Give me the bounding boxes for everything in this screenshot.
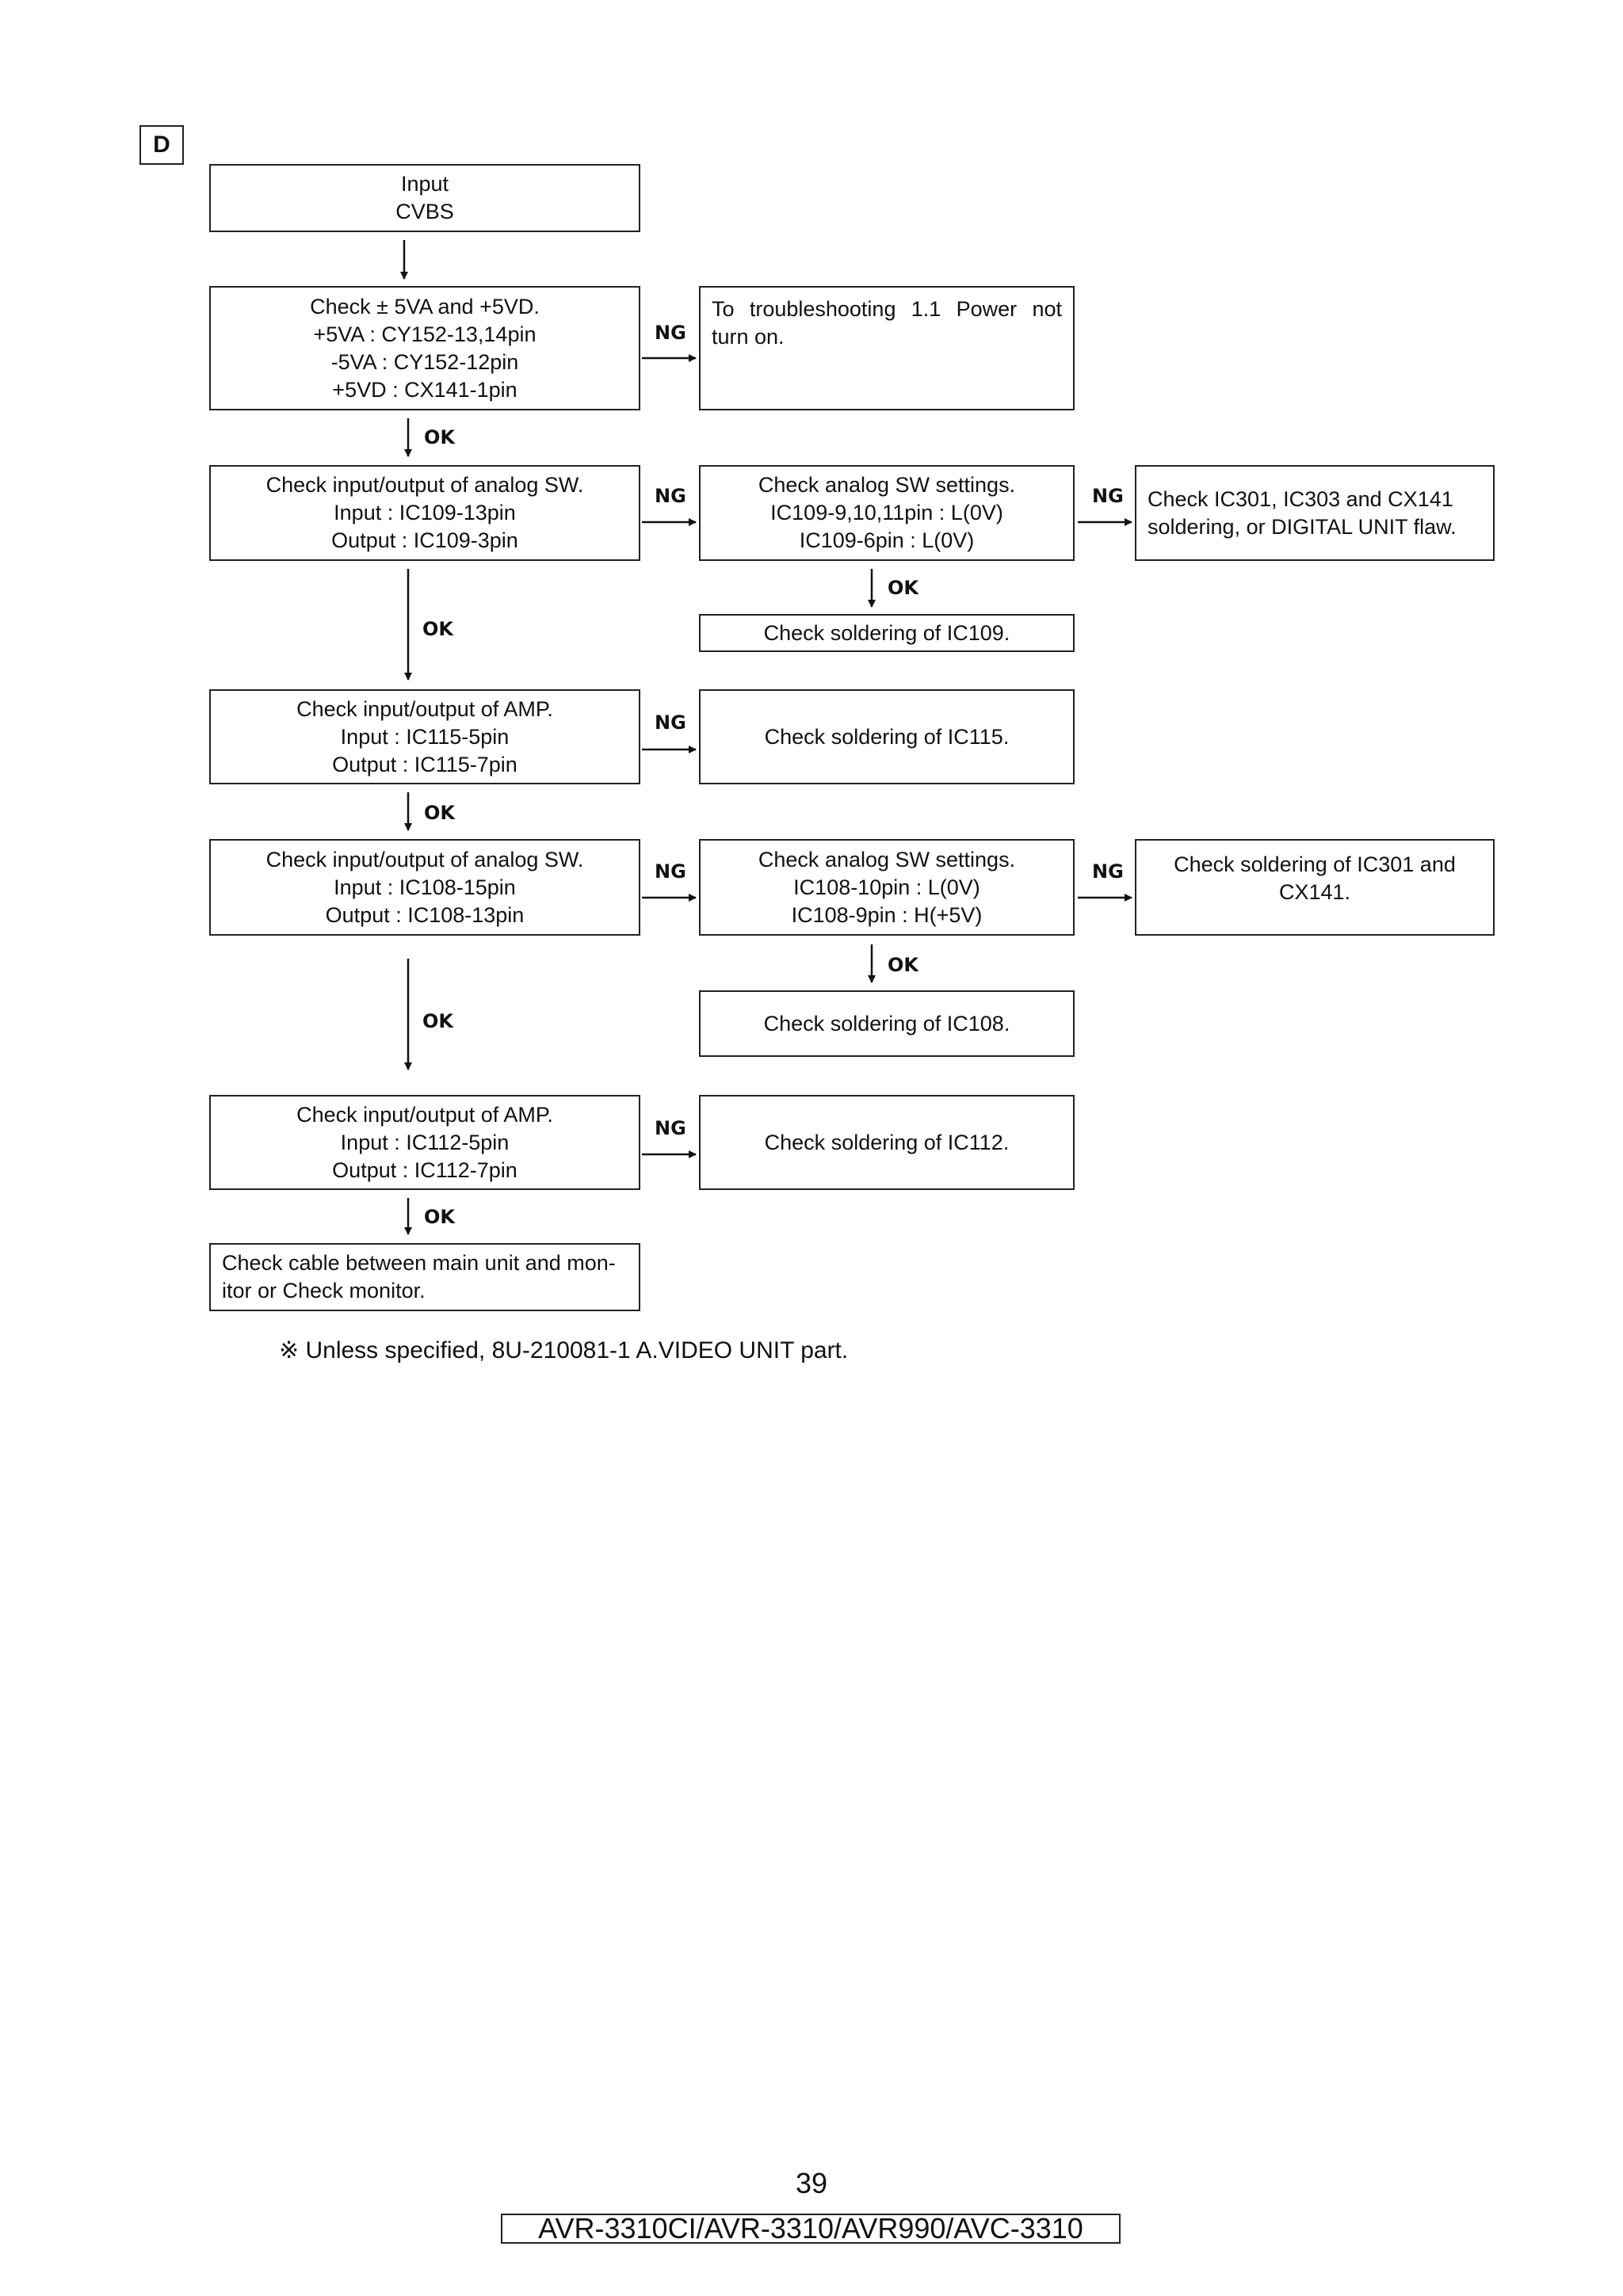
ng-label: NG (655, 860, 686, 883)
analog-sw-1-box: Check input/output of analog SW. Input :… (209, 465, 640, 561)
box-line: CVBS (395, 200, 454, 223)
ng-label: NG (655, 485, 686, 507)
box-line: Check soldering of IC112. (764, 1130, 1010, 1154)
box-line: Check soldering of IC115. (764, 724, 1010, 749)
box-line: Check IC301, IC303 and CX141 (1148, 486, 1453, 511)
box-line: CX141. (1278, 880, 1351, 904)
amp-1-box: Check input/output of AMP. Input : IC115… (209, 689, 640, 784)
solder-ic108-box: Check soldering of IC108. (699, 990, 1075, 1057)
box-line: -5VA : CY152-12pin (330, 349, 519, 374)
box-line: +5VA : CY152-13,14pin (313, 322, 537, 346)
box-line: Check analog SW settings. (758, 847, 1016, 871)
ok-label: OK (424, 426, 455, 448)
box-line: Check soldering of IC301 and (1174, 852, 1456, 876)
input-cvbs-box: Input CVBS (209, 164, 640, 232)
ng-label: NG (655, 711, 686, 734)
ng-label: NG (1092, 860, 1124, 883)
ok-label: OK (424, 1206, 455, 1228)
box-line: Input (400, 172, 449, 196)
box-line: Check cable between main unit and mon- (222, 1251, 616, 1275)
box-line: Check ± 5VA and +5VD. (310, 294, 540, 318)
solder-ic109-box: Check soldering of IC109. (699, 614, 1075, 652)
box-line: Check analog SW settings. (758, 473, 1016, 497)
box-line: Input : IC108-15pin (334, 875, 516, 899)
ok-label: OK (888, 954, 918, 976)
box-line: IC109-9,10,11pin : L(0V) (770, 501, 1003, 524)
analog-sw-settings-1-box: Check analog SW settings. IC109-9,10,11p… (699, 465, 1075, 561)
box-line: soldering, or DIGITAL UNIT flaw. (1148, 514, 1457, 539)
ok-label: OK (422, 618, 453, 640)
ng-label: NG (655, 1117, 686, 1139)
box-line: Input : IC109-13pin (334, 501, 516, 524)
amp-2-box: Check input/output of AMP. Input : IC112… (209, 1095, 640, 1190)
box-line: IC108-10pin : L(0V) (793, 875, 980, 899)
box-line: Check input/output of AMP. (296, 696, 553, 721)
check-ic301-2-box: Check soldering of IC301 and CX141. (1135, 839, 1495, 936)
analog-sw-2-box: Check input/output of analog SW. Input :… (209, 839, 640, 936)
analog-sw-settings-2-box: Check analog SW settings. IC108-10pin : … (699, 839, 1075, 936)
box-line: Output : IC112-7pin (332, 1158, 517, 1182)
box-line: Output : IC108-13pin (325, 902, 525, 927)
ng-label: NG (655, 322, 686, 344)
box-line: Check input/output of analog SW. (265, 473, 584, 497)
box-line: Check soldering of IC108. (763, 1011, 1010, 1035)
box-line: Input : IC115-5pin (340, 724, 510, 749)
to-troubleshooting-box: To troubleshooting 1.1 Power not turn on… (699, 286, 1075, 410)
box-line: IC108-9pin : H(+5V) (791, 902, 983, 927)
box-line: Check soldering of IC109. (763, 620, 1010, 645)
solder-ic112-box: Check soldering of IC112. (699, 1095, 1075, 1190)
box-line: Check input/output of AMP. (296, 1102, 553, 1127)
box-line: Input : IC112-5pin (340, 1130, 510, 1154)
check-cable-box: Check cable between main unit and mon- i… (209, 1243, 640, 1311)
ok-label: OK (888, 577, 918, 599)
check-ic301-1-box: Check IC301, IC303 and CX141 soldering, … (1135, 465, 1495, 561)
box-line: IC109-6pin : L(0V) (799, 528, 975, 552)
ok-label: OK (422, 1010, 453, 1032)
box-line: +5VD : CX141-1pin (332, 377, 517, 402)
model-names: AVR-3310CI/AVR-3310/AVR990/AVC-3310 (501, 2212, 1121, 2245)
box-line: itor or Check monitor. (222, 1279, 426, 1302)
box-line: Output : IC115-7pin (332, 752, 517, 776)
solder-ic115-box: Check soldering of IC115. (699, 689, 1075, 784)
box-line: Output : IC109-3pin (331, 528, 518, 552)
ng-label: NG (1092, 485, 1124, 507)
check-power-box: Check ± 5VA and +5VD. +5VA : CY152-13,14… (209, 286, 640, 410)
page-number: 39 (795, 2167, 828, 2199)
section-label: D (139, 125, 184, 165)
ok-label: OK (424, 802, 455, 824)
box-line: Check input/output of analog SW. (265, 847, 584, 871)
footnote: ※ Unless specified, 8U-210081-1 A.VIDEO … (279, 1337, 849, 1363)
